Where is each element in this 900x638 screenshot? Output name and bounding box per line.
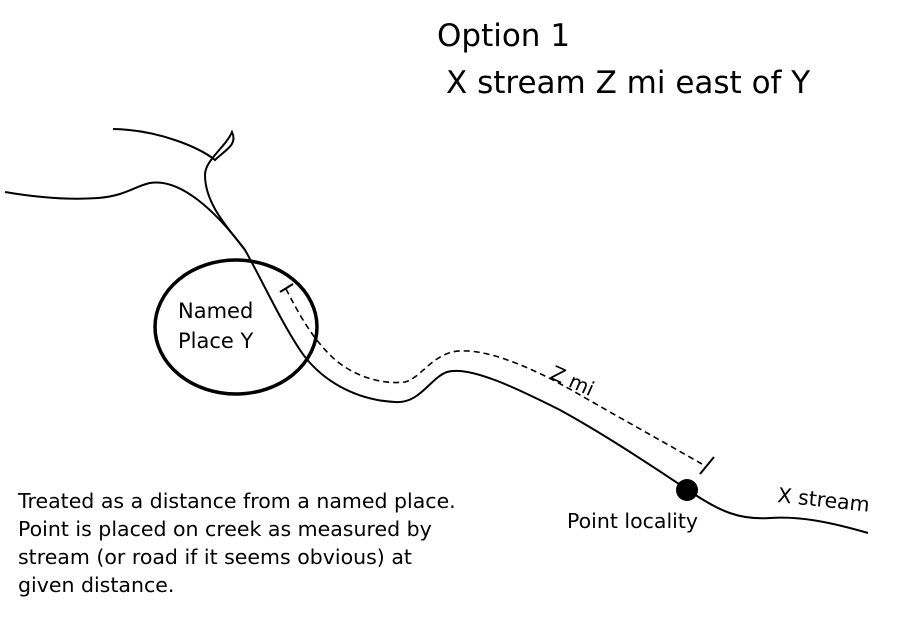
caption: Treated as a distance from a named place… — [18, 487, 578, 599]
named-place-label-line2: Place Y — [178, 329, 254, 353]
title-option: Option 1 — [437, 18, 571, 54]
tributary-west — [4, 181, 246, 251]
caption-line: Point is placed on creek as measured by — [18, 517, 432, 541]
stream-label: X stream — [776, 483, 870, 517]
named-place-circle — [153, 258, 319, 396]
point-locality-dot — [676, 479, 698, 501]
point-locality-label: Point locality — [567, 509, 698, 533]
caption-line: given distance. — [18, 573, 175, 597]
caption-line: stream (or road if it seems obvious) at — [18, 545, 412, 569]
caption-line: Treated as a distance from a named place… — [18, 489, 456, 513]
distance-start-tick — [279, 283, 294, 293]
title-description: X stream Z mi east of Y — [446, 65, 811, 101]
distance-dashed-line — [285, 288, 703, 465]
tributary-north — [112, 128, 246, 251]
named-place-label-line1: Named — [178, 299, 253, 323]
distance-label: Z mi — [547, 361, 598, 401]
distance-end-tick — [699, 456, 715, 475]
